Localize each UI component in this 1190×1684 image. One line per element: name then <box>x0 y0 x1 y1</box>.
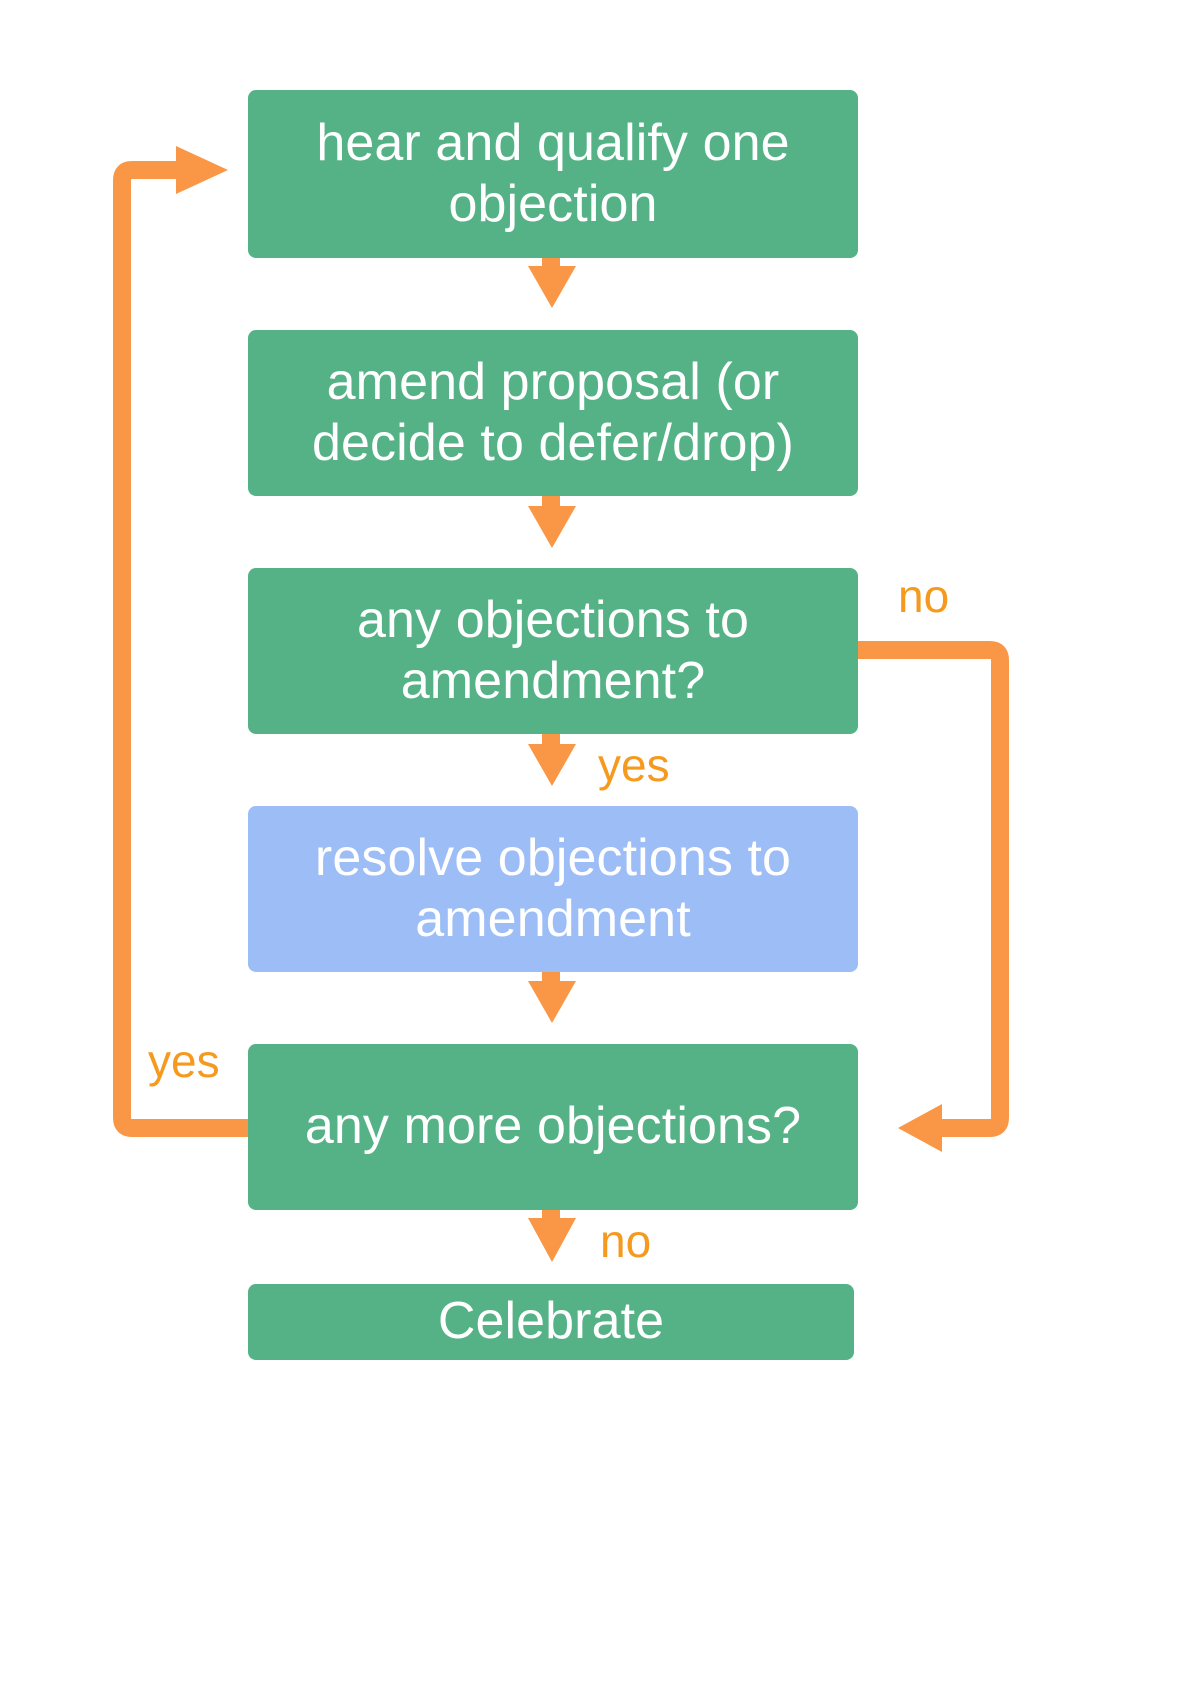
edge-label-anyobj-no: no <box>898 570 950 622</box>
edge-label-anyobj-yes: yes <box>598 739 670 791</box>
node-hear-and-qualify[interactable]: hear and qualify one objection <box>248 90 858 258</box>
edge-anyobj-to-resolve <box>528 733 576 786</box>
edge-anyobj-no-to-anymore <box>858 641 1009 1152</box>
node-any-objections-to-amendment[interactable]: any objections to amendment? <box>248 568 858 734</box>
edge-label-anymore-no: no <box>600 1215 652 1267</box>
edge-amend-to-anyobj <box>528 494 576 548</box>
node-celebrate[interactable]: Celebrate <box>248 1284 854 1360</box>
edge-resolve-to-anymore <box>528 970 576 1023</box>
node-any-more-objections[interactable]: any more objections? <box>248 1044 858 1210</box>
edge-hear-to-amend <box>528 256 576 308</box>
node-amend-proposal[interactable]: amend proposal (or decide to defer/drop) <box>248 330 858 496</box>
edge-label-anymore-yes: yes <box>148 1035 220 1087</box>
node-resolve-objections[interactable]: resolve objections to amendment <box>248 806 858 972</box>
edge-anymore-yes-to-hear <box>113 146 248 1137</box>
edge-anymore-to-celebrate <box>528 1208 576 1262</box>
